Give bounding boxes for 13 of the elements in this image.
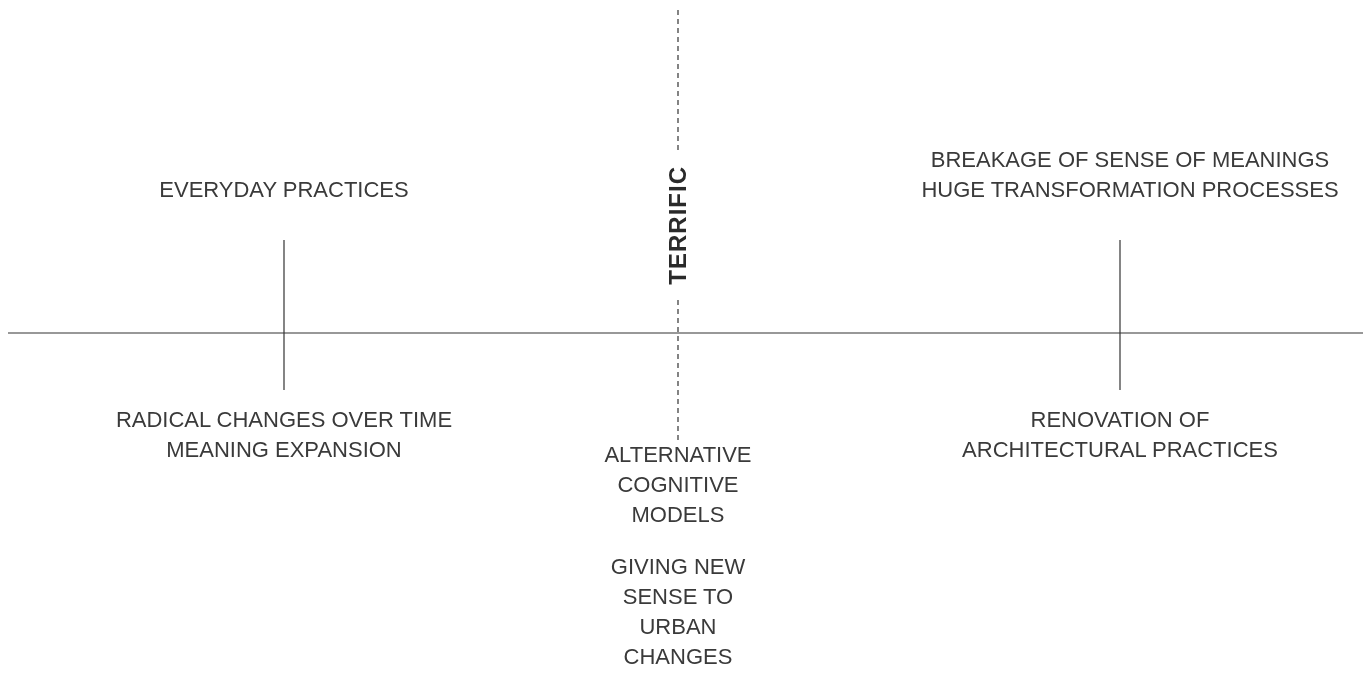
dashed-line [677,9,679,151]
text-label: RENOVATION OF ARCHITECTURAL PRACTICES [961,406,1279,464]
text-label: EVERYDAY PRACTICES [159,176,409,204]
text-label: GIVING NEW SENSE TO URBAN CHANGES [609,553,747,671]
text-label: BREAKAGE OF SENSE OF MEANINGS [930,146,1330,174]
text-label: ALTERNATIVE COGNITIVE MODELS [603,441,753,529]
text-label: RADICAL CHANGES OVER TIME [115,406,453,434]
text-label: TERRIFIC [663,165,692,285]
text-label: MEANING EXPANSION [166,436,402,464]
dashed-line [677,299,679,441]
connector-line [1119,239,1121,391]
connector-line [283,239,285,391]
text-label: HUGE TRANSFORMATION PROCESSES [921,176,1339,204]
